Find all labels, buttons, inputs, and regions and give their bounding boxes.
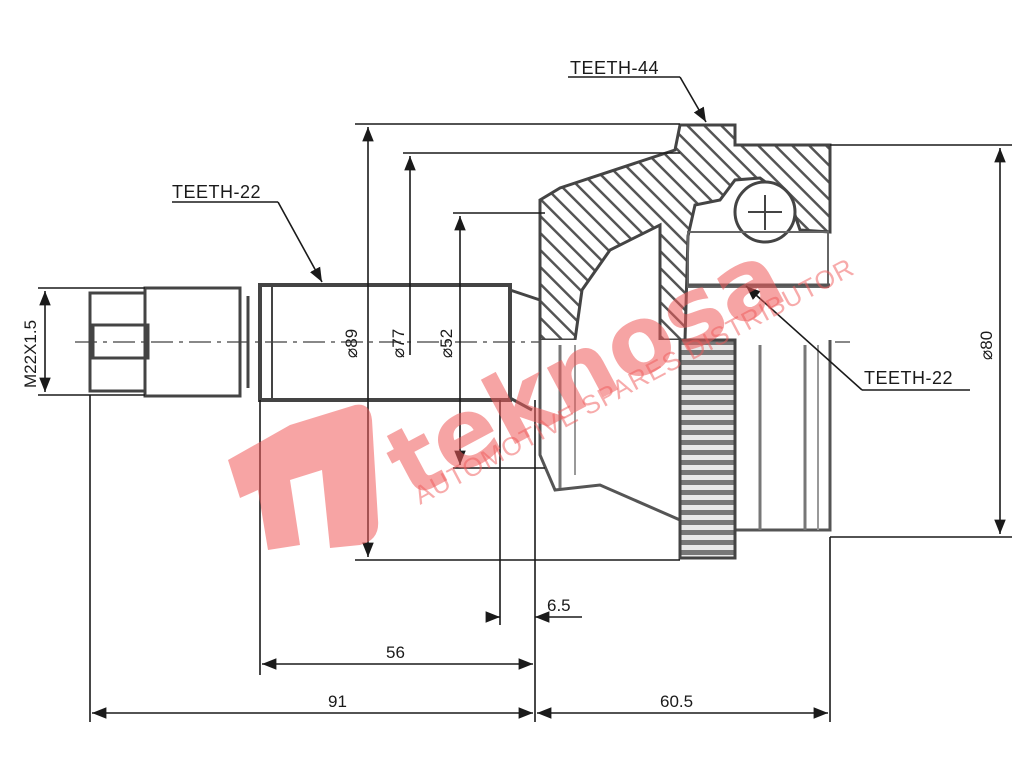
- threaded-stub: [88, 286, 250, 398]
- dim-len-56: 56: [386, 643, 405, 662]
- spline-shaft: [258, 283, 541, 412]
- callout-teeth-44: TEETH-44: [570, 58, 659, 78]
- dim-thread: M22X1.5: [21, 320, 40, 388]
- abs-tone-ring: [678, 338, 737, 560]
- watermark-logo-icon: [228, 404, 379, 550]
- dim-dia-77: ⌀77: [389, 329, 408, 358]
- callout-leaders: [172, 76, 970, 391]
- dim-dia-52: ⌀52: [437, 329, 456, 358]
- callout-teeth-22-inner: TEETH-22: [864, 368, 953, 388]
- dim-dia-89: ⌀89: [342, 329, 361, 358]
- callout-teeth-22-shaft: TEETH-22: [172, 182, 261, 202]
- dim-dia-80: ⌀80: [977, 331, 996, 360]
- dim-len-6-5: 6.5: [547, 596, 571, 615]
- dim-len-91: 91: [328, 692, 347, 711]
- dim-len-60-5: 60.5: [660, 692, 693, 711]
